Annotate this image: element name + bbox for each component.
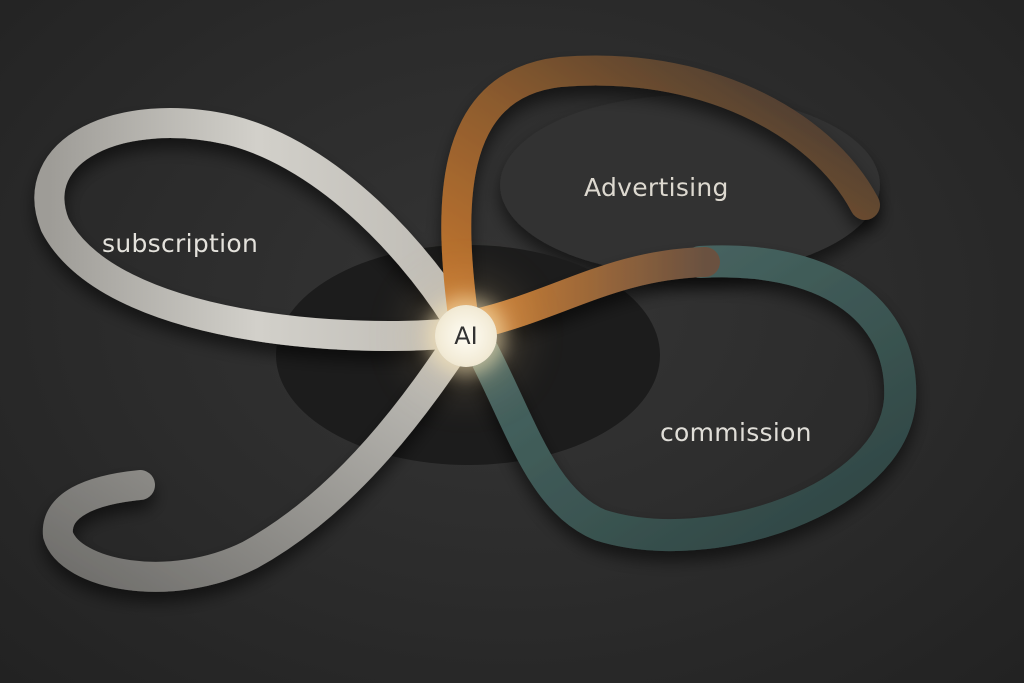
- orange-connector: [457, 247, 720, 340]
- advertising-plate: [500, 95, 880, 275]
- advertising-label: Advertising: [584, 173, 729, 202]
- commission-loop: [462, 245, 917, 552]
- commission-label: commission: [660, 418, 812, 447]
- ai-label: AI: [454, 322, 478, 350]
- ai-node: AI: [435, 305, 497, 367]
- subscription-label: subscription: [102, 229, 259, 258]
- lower-gray-loop: [42, 317, 480, 592]
- advertising-loop: [441, 55, 880, 345]
- subscription-loop: [34, 108, 480, 351]
